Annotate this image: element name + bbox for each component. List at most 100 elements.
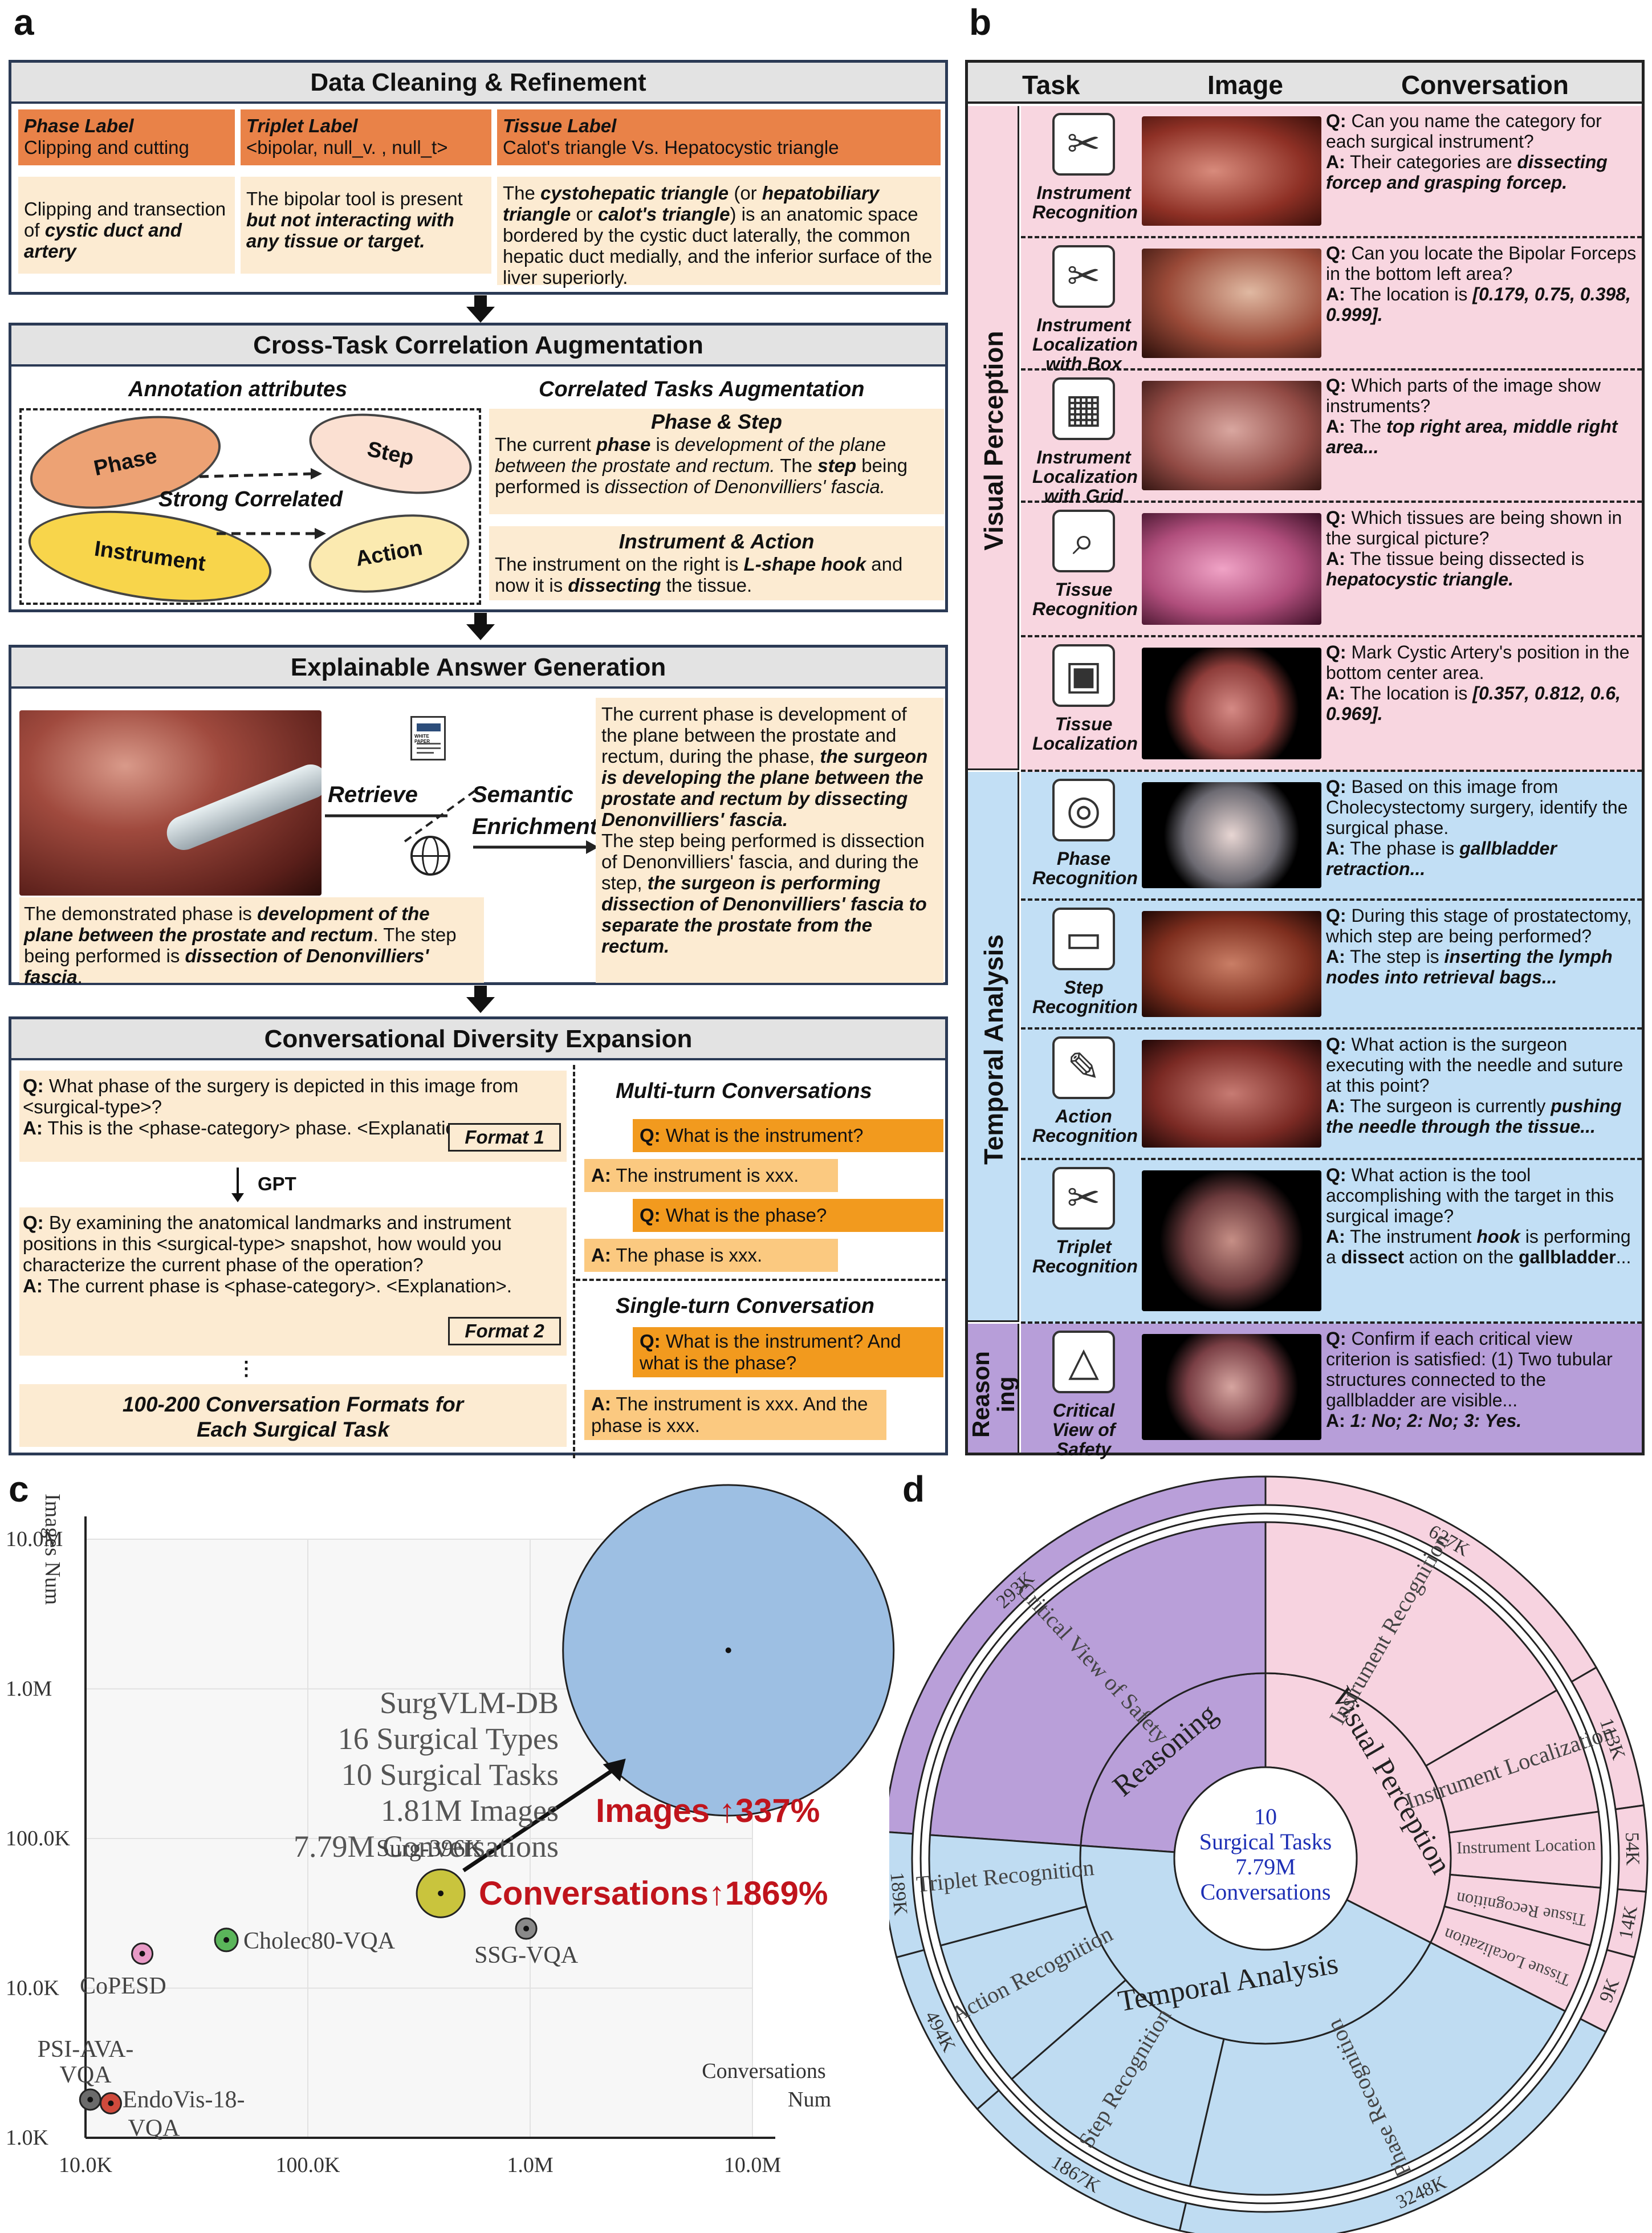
a-prefix: A:	[1326, 683, 1345, 703]
tissue-label-value: Calot's triangle Vs. Hepatocystic triang…	[503, 137, 839, 158]
center-text: Surgical Tasks	[1199, 1829, 1332, 1854]
answer-plain: The tissue being dissected is	[1350, 548, 1584, 569]
phase-step-title: Phase & Step	[650, 410, 783, 433]
header-task: Task	[1022, 70, 1080, 100]
answer-plain-4: ...	[1616, 1247, 1631, 1267]
point-label: VQA	[128, 2116, 181, 2142]
a-prefix: A:	[1326, 152, 1345, 172]
format1-q-prefix: Q:	[23, 1075, 44, 1096]
multi-turn-title: Multi-turn Conversations	[616, 1079, 872, 1103]
x-tick-label: 100.0K	[276, 2153, 341, 2177]
answer-bold: inserting the lymph nodes into retrieval…	[1326, 946, 1613, 987]
format2-answer: The current phase is <phase-category>. <…	[47, 1275, 512, 1296]
question-text: Which tissues are being shown in the sur…	[1326, 507, 1622, 548]
answer-plain: The location is	[1350, 284, 1473, 304]
short-ans-3: dissection of Denonvilliers' fascia	[24, 945, 429, 987]
tissue-label-header: Tissue Label Calot's triangle Vs. Hepato…	[497, 109, 941, 165]
answer-plain: The	[1350, 416, 1387, 437]
format2-a-prefix: A:	[23, 1275, 43, 1296]
task-conversation: Q: Based on this image from Cholecystect…	[1326, 776, 1638, 898]
multi-a2-text: The phase is xxx.	[616, 1244, 763, 1266]
ps-text-6: being performed is	[495, 455, 908, 497]
task-name: Instrument Localization with Grid	[1032, 447, 1138, 506]
down-arrow-icon-3	[466, 997, 495, 1013]
a-prefix: A:	[1326, 1226, 1345, 1247]
task-count: 189K	[889, 1872, 912, 1917]
tissue-desc-7: ) is an anatomic space bordered by the c…	[503, 204, 933, 288]
tissue-label-desc: The cystohepatic triangle (or hepatobili…	[497, 177, 941, 288]
answer-bold: hook	[1476, 1226, 1520, 1247]
growth-arrow	[462, 1765, 619, 1873]
down-arrow-icon-2	[466, 624, 495, 640]
x-axis-label: Conversations	[702, 2059, 825, 2083]
group-temporal-analysis: Temporal Analysis	[968, 772, 1019, 1322]
format2-card: Q: By examining the anatomical landmarks…	[19, 1207, 567, 1356]
q-prefix: Q:	[1326, 243, 1346, 263]
instrument-action-title: Instrument & Action	[619, 530, 815, 553]
multi-a2-prefix: A:	[591, 1244, 611, 1266]
task-image	[1142, 116, 1321, 226]
enrichment-label: Enrichment	[472, 814, 598, 839]
tissue-desc-2: cystohepatic triangle	[540, 182, 729, 204]
triplet-label-head: Triplet Label	[246, 115, 358, 136]
data-cleaning-box: Data Cleaning & Refinement Phase Label C…	[9, 60, 948, 295]
answer-bold: [0.357, 0.812, 0.6, 0.969].	[1326, 683, 1621, 724]
group-visual-perception-label: Visual Perception	[979, 331, 1008, 551]
formats-count-card: 100-200 Conversation Formats for Each Su…	[19, 1384, 567, 1447]
question-text: What action is the tool accomplishing wi…	[1326, 1165, 1614, 1226]
triplet-icon: ✂	[1052, 1167, 1115, 1230]
format2-tag: Format 2	[448, 1317, 561, 1345]
task-name: Tissue Localization	[1032, 714, 1138, 754]
task-table-header: Task Image Conversation	[968, 63, 1642, 104]
point-label: Surg-396K	[376, 1836, 482, 1862]
task-image	[1142, 1040, 1321, 1148]
strong-correlated-label: Strong Correlated	[158, 487, 343, 511]
correlated-tasks-title: Correlated Tasks Augmentation	[539, 377, 865, 401]
triplet-desc-plain: The bipolar tool is present	[246, 188, 463, 209]
a-prefix: A:	[1326, 838, 1345, 859]
task-conversation: Q: Can you name the category for each su…	[1326, 111, 1638, 236]
task-image	[1142, 249, 1321, 358]
question-text: Based on this image from Cholecystectomy…	[1326, 776, 1628, 838]
liver-search-icon: ⌕	[1052, 510, 1115, 572]
task-table: Task Image Conversation Visual Perceptio…	[965, 60, 1645, 1459]
multi-a2: A: The phase is xxx.	[584, 1239, 838, 1272]
tissue-desc-5: or	[571, 204, 598, 225]
point-label: EndoVis-18-	[123, 2087, 245, 2113]
instrument-action-card: Instrument & Action The instrument on th…	[489, 526, 944, 600]
y-tick-label: 1.0M	[6, 1677, 52, 1701]
step-icon: ▭	[1052, 908, 1115, 970]
multi-a1: A: The instrument is xxx.	[584, 1159, 838, 1192]
phase-desc-bold: cystic duct and artery	[24, 219, 182, 262]
point-label: PSI-AVA-	[38, 2036, 134, 2063]
q-prefix: Q:	[1326, 111, 1346, 131]
short-answer-card: The demonstrated phase is development of…	[19, 897, 484, 987]
answer-bold: 1: No; 2: No; 3: Yes.	[1350, 1410, 1522, 1431]
y-axis-label: Images Num	[40, 1494, 64, 1605]
ia-text-4: the tissue.	[661, 575, 752, 596]
liver-box-icon: ▣	[1052, 644, 1115, 707]
explainable-title: Explainable Answer Generation	[11, 648, 945, 689]
surgvlm-summary-line: 7.79M Conversations	[294, 1829, 559, 1864]
down-arrow-shaft-3	[474, 986, 487, 998]
y-tick-label: 1.0K	[6, 2126, 49, 2150]
task-conversation: Q: Which parts of the image show instrum…	[1326, 375, 1638, 501]
task-count: 54K	[1621, 1832, 1643, 1866]
task-wedge	[1189, 1941, 1566, 2196]
point-label: CoPESD	[80, 1973, 166, 1999]
down-arrow-shaft-1	[474, 295, 487, 308]
a-prefix: A:	[1326, 548, 1345, 569]
task-conversation: Q: What action is the surgeon executing …	[1326, 1034, 1638, 1158]
multi-q2: Q: What is the phase?	[633, 1199, 943, 1232]
task-conversation: Q: During this stage of prostatectomy, w…	[1326, 905, 1638, 1027]
phase-label-desc: Clipping and transection of cystic duct …	[18, 177, 235, 274]
task-image	[1142, 381, 1321, 490]
group-reasoning: Reason ing	[967, 1324, 1019, 1453]
document-icon-label: WHITE PAPER	[414, 734, 430, 744]
ps-text-3: development of the plane between the pro…	[495, 434, 886, 476]
enriched-3: the surgeon is performing dissection of …	[601, 872, 927, 957]
task-image	[1142, 1170, 1321, 1311]
format1-tag: Format 1	[448, 1123, 561, 1152]
